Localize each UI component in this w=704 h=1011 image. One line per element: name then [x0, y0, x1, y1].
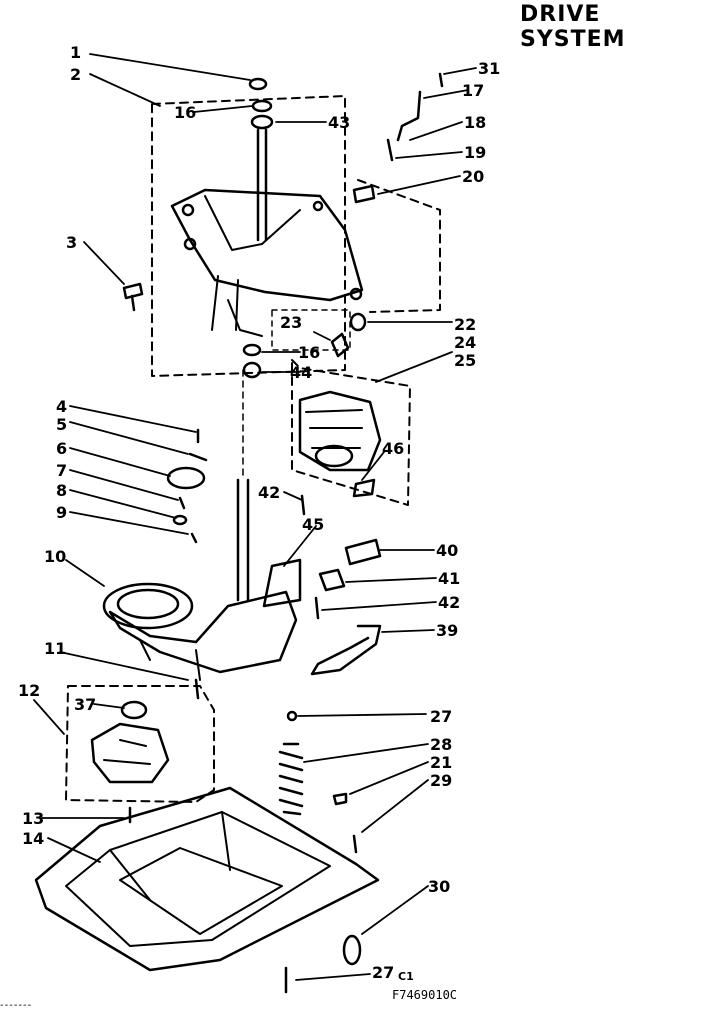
label-41: 41 [438, 569, 460, 588]
label-30: 30 [428, 877, 450, 896]
part-21-clip [332, 792, 348, 806]
part-8-washer [172, 514, 188, 526]
part-22-bushing [349, 312, 367, 332]
part-31-pin [438, 72, 444, 88]
label-22: 22 [454, 315, 476, 334]
part-23-clip [330, 332, 350, 358]
part-5-spring [188, 452, 208, 462]
label-19: 19 [464, 143, 486, 162]
label-c1: C1 [398, 970, 414, 983]
label-1: 1 [70, 43, 81, 62]
label-17: 17 [462, 81, 484, 100]
label-16-top: 16 [174, 103, 196, 122]
part-30-foot [342, 934, 362, 966]
label-29: 29 [430, 771, 452, 790]
part-3-clip [122, 282, 144, 312]
label-9: 9 [56, 503, 67, 522]
part-39-brake [310, 624, 382, 676]
label-27-top: 27 [430, 707, 452, 726]
upper-dashed-group [151, 95, 346, 377]
label-20: 20 [462, 167, 484, 186]
label-7: 7 [56, 461, 67, 480]
lower-shaft [236, 478, 250, 602]
label-28: 28 [430, 735, 452, 754]
corner-mark: ------- [0, 1000, 33, 1011]
part-1-nut [248, 77, 268, 91]
upper-shaft [256, 128, 268, 242]
label-40: 40 [436, 541, 458, 560]
label-3: 3 [66, 233, 77, 252]
part-11-screw [194, 678, 200, 700]
part-20-pad [352, 184, 376, 204]
label-25: 25 [454, 351, 476, 370]
part-46-clip [352, 478, 376, 498]
label-23: 23 [280, 313, 302, 332]
diagram-title: DRIVE SYSTEM [520, 2, 626, 52]
label-31: 31 [478, 59, 500, 78]
part-43-seal [250, 114, 274, 130]
inner-dashed-box [271, 309, 351, 351]
motor-body [90, 722, 170, 784]
upper-housing [170, 188, 364, 302]
label-16-low: 16 [298, 343, 320, 362]
label-18: 18 [464, 113, 486, 132]
label-10: 10 [44, 547, 66, 566]
figure-code: F7469010C [392, 988, 458, 1002]
part-41-spring [318, 568, 346, 592]
part-27-bolt-top [286, 710, 298, 722]
part-42-screw-l [300, 494, 306, 516]
label-4: 4 [56, 397, 67, 416]
pivot-arm [227, 299, 263, 337]
part-40-roller [344, 538, 382, 566]
label-42-left: 42 [258, 483, 280, 502]
label-46: 46 [382, 439, 404, 458]
label-13: 13 [22, 809, 44, 828]
part-16-washer-low [242, 343, 262, 357]
part-7-stud [178, 496, 186, 510]
label-24: 24 [454, 333, 476, 352]
motor-dashed-group [65, 685, 215, 803]
label-43: 43 [328, 113, 350, 132]
label-12: 12 [18, 681, 40, 700]
part-10-pulley [102, 582, 194, 630]
part-44-bushing [242, 361, 262, 379]
label-44: 44 [290, 363, 312, 382]
part-37-coupler [120, 700, 148, 720]
part-45-belt [262, 558, 302, 608]
pump-dashed-group [291, 359, 411, 506]
label-2: 2 [70, 65, 81, 84]
label-14: 14 [22, 829, 44, 848]
part-42-screw-r [314, 596, 320, 620]
gearcase-body [108, 590, 298, 674]
label-21: 21 [430, 753, 452, 772]
label-39: 39 [436, 621, 458, 640]
part-9-clip [190, 532, 198, 544]
part-6-gear [166, 466, 206, 490]
label-8: 8 [56, 481, 67, 500]
label-27-low: 27 [372, 963, 394, 982]
part-14-base [34, 786, 380, 972]
label-6: 6 [56, 439, 67, 458]
part-29-screw [352, 834, 358, 854]
part-19-spring [386, 138, 394, 162]
label-45: 45 [302, 515, 324, 534]
right-dashed-group [357, 179, 441, 313]
part-17-rod [396, 90, 422, 142]
label-42-right: 42 [438, 593, 460, 612]
part-28-spring [278, 742, 304, 816]
label-5: 5 [56, 415, 67, 434]
part-25-pump [298, 390, 382, 472]
part-16-washer-top [251, 99, 273, 113]
label-37: 37 [74, 695, 96, 714]
label-11: 11 [44, 639, 66, 658]
